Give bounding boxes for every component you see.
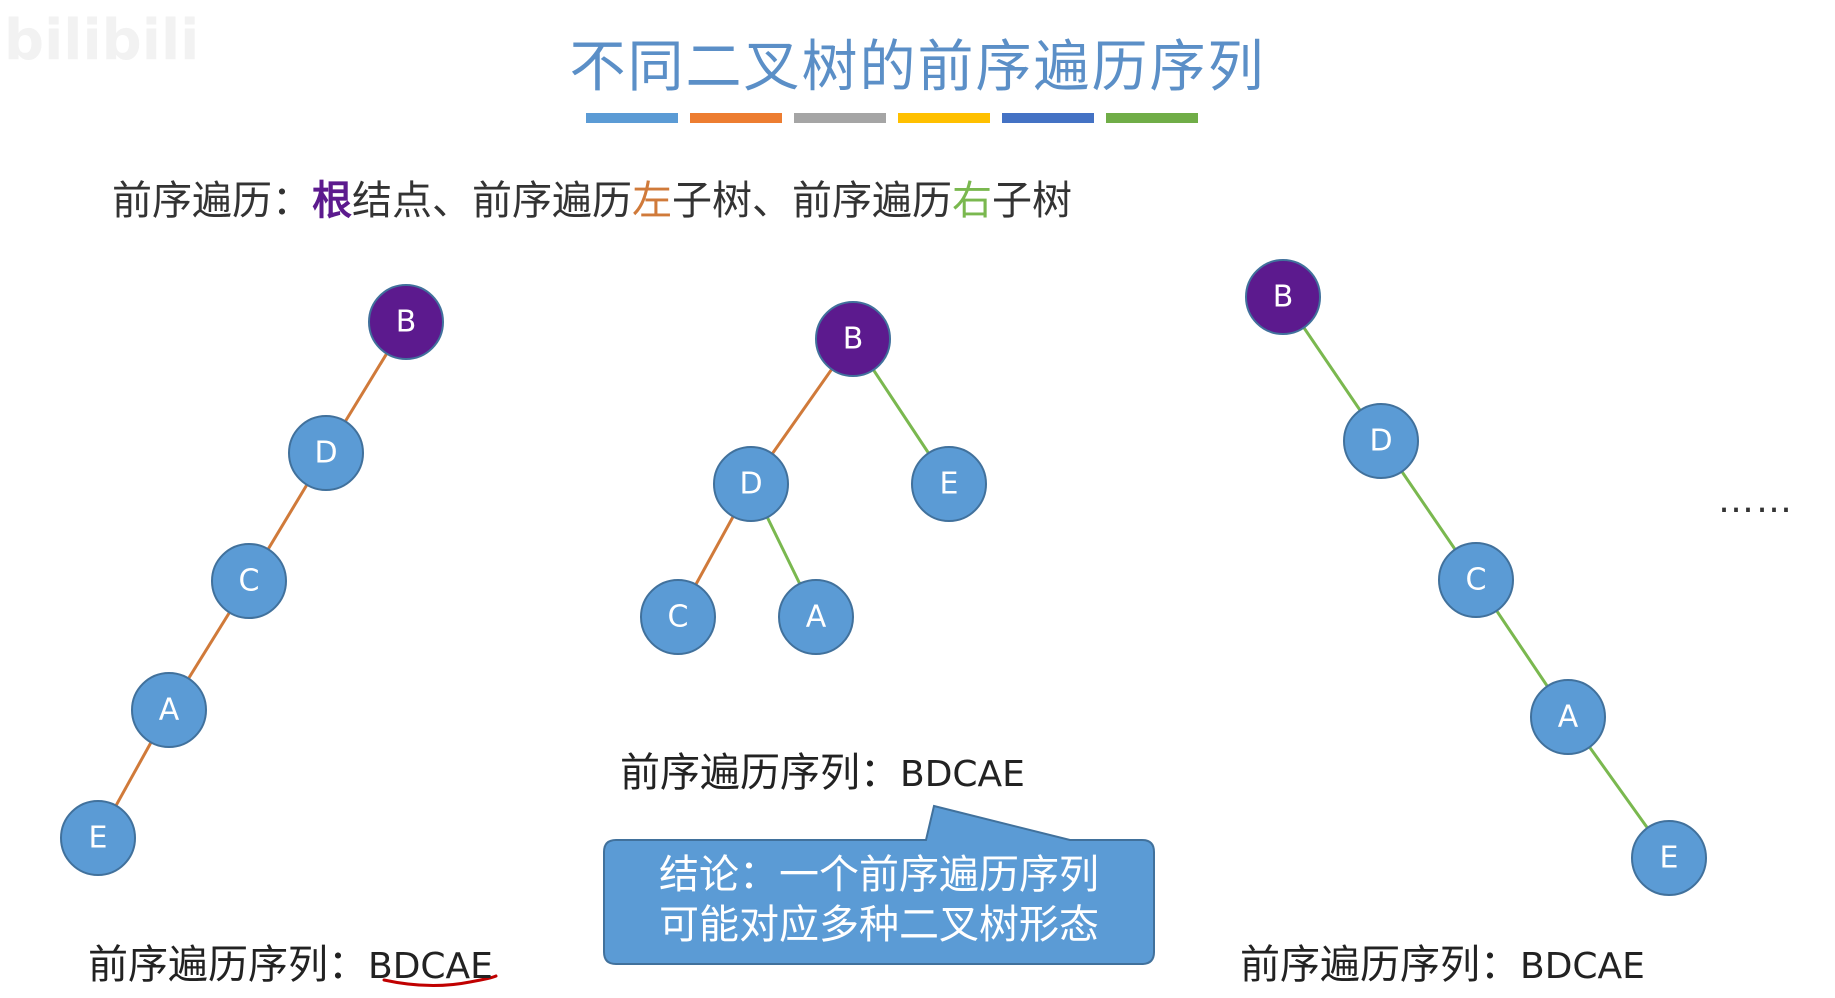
tree2-node-label: A bbox=[806, 600, 827, 635]
definition-left: 左 bbox=[632, 178, 672, 224]
color-bar-1 bbox=[586, 113, 678, 123]
tree1-node: C bbox=[211, 543, 287, 619]
tree1-sequence-value: BDCAE bbox=[368, 946, 493, 987]
tree1-node-root-label: B bbox=[396, 305, 417, 340]
page-title: 不同二叉树的前序遍历序列 bbox=[569, 35, 1266, 100]
tree3-sequence-value: BDCAE bbox=[1520, 946, 1645, 987]
color-bar-6 bbox=[1106, 113, 1198, 123]
color-bar-2 bbox=[690, 113, 782, 123]
tree3-node: C bbox=[1438, 542, 1514, 618]
tree3-sequence-label: 前序遍历序列： bbox=[1240, 942, 1520, 988]
definition-right: 右 bbox=[952, 178, 992, 224]
tree2-node-root: B bbox=[815, 301, 891, 377]
tree1-node: A bbox=[131, 672, 207, 748]
tree2-node-label: E bbox=[940, 467, 959, 502]
conclusion-line-2: 可能对应多种二叉树形态 bbox=[659, 902, 1099, 948]
tree2-node: D bbox=[713, 446, 789, 522]
tree1-node-label: C bbox=[239, 564, 260, 599]
definition-part-1: 前序遍历： bbox=[112, 178, 312, 224]
tree2-node-label: D bbox=[739, 467, 762, 502]
tree3-node: E bbox=[1631, 820, 1707, 896]
color-bar-5 bbox=[1002, 113, 1094, 123]
tree3-node: A bbox=[1530, 679, 1606, 755]
tree2-node-root-label: B bbox=[843, 322, 864, 357]
definition-part-4: 子树 bbox=[992, 178, 1072, 224]
tree2-sequence-label: 前序遍历序列： bbox=[620, 750, 900, 796]
tree2-node: A bbox=[778, 579, 854, 655]
tree1-node-label: D bbox=[314, 436, 337, 471]
tree1-node: D bbox=[288, 415, 364, 491]
tree3-sequence: 前序遍历序列：BDCAE bbox=[1240, 932, 1645, 990]
conclusion-callout-bubble bbox=[603, 804, 1155, 965]
conclusion-text: 结论：一个前序遍历序列 可能对应多种二叉树形态 bbox=[604, 850, 1154, 950]
more-ellipsis: …… bbox=[1718, 480, 1794, 521]
tree3-node-root: B bbox=[1245, 259, 1321, 335]
tree3-node-label: C bbox=[1466, 563, 1487, 598]
conclusion-line-1: 结论：一个前序遍历序列 bbox=[659, 852, 1099, 898]
definition-part-3: 子树、前序遍历 bbox=[672, 178, 952, 224]
sequence-underline bbox=[382, 974, 498, 988]
bilibili-watermark: bilibili bbox=[4, 8, 200, 73]
tree3-node-label: E bbox=[1660, 841, 1679, 876]
tree1-sequence-label: 前序遍历序列： bbox=[88, 942, 368, 988]
color-bar-3 bbox=[794, 113, 886, 123]
tree1-node-label: A bbox=[159, 693, 180, 728]
tree2-node-label: C bbox=[668, 600, 689, 635]
definition-root: 根 bbox=[312, 177, 352, 224]
color-bar-4 bbox=[898, 113, 990, 123]
preorder-definition: 前序遍历：根结点、前序遍历左子树、前序遍历右子树 bbox=[112, 168, 1072, 226]
tree2-sequence-value: BDCAE bbox=[900, 754, 1025, 795]
definition-part-2: 结点、前序遍历 bbox=[352, 178, 632, 224]
tree2-node: C bbox=[640, 579, 716, 655]
tree2-node: E bbox=[911, 446, 987, 522]
tree3-node-root-label: B bbox=[1273, 280, 1294, 315]
tree1-sequence: 前序遍历序列：BDCAE bbox=[88, 932, 493, 990]
tree3-node-label: D bbox=[1369, 424, 1392, 459]
tree1-node-root: B bbox=[368, 284, 444, 360]
tree1-node-label: E bbox=[89, 821, 108, 856]
tree3-node-label: A bbox=[1558, 700, 1579, 735]
tree3-node: D bbox=[1343, 403, 1419, 479]
tree2-sequence: 前序遍历序列：BDCAE bbox=[620, 740, 1025, 798]
tree1-node: E bbox=[60, 800, 136, 876]
